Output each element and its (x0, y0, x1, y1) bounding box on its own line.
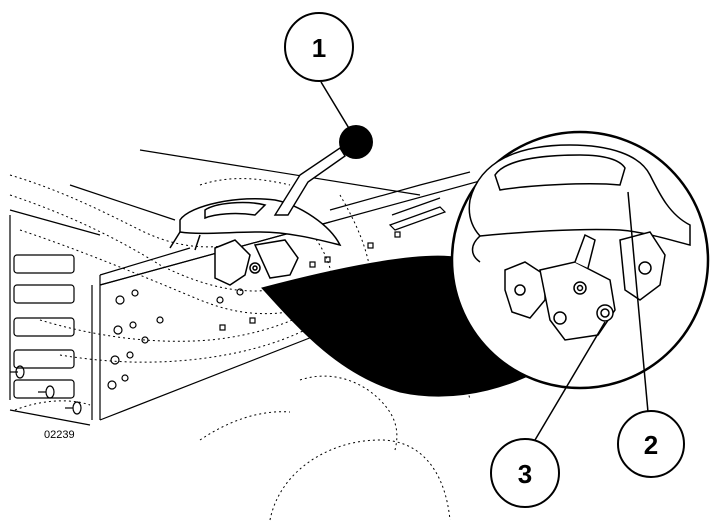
knob-1 (339, 125, 373, 159)
callout-1: 1 (284, 12, 354, 131)
callout-1-label: 1 (312, 33, 326, 63)
callout-3: 3 (490, 321, 606, 508)
callout-2-label: 2 (644, 430, 658, 460)
hood-vent (388, 197, 447, 231)
lever-rod (273, 125, 373, 216)
side-panel-details (13, 231, 401, 399)
bolts (9, 365, 91, 426)
detail-view (450, 130, 710, 390)
callout-3-label: 3 (518, 459, 532, 489)
hood-latch-main (169, 197, 342, 286)
callout-2: 2 (617, 191, 685, 478)
figure-code: 02239 (44, 429, 75, 441)
